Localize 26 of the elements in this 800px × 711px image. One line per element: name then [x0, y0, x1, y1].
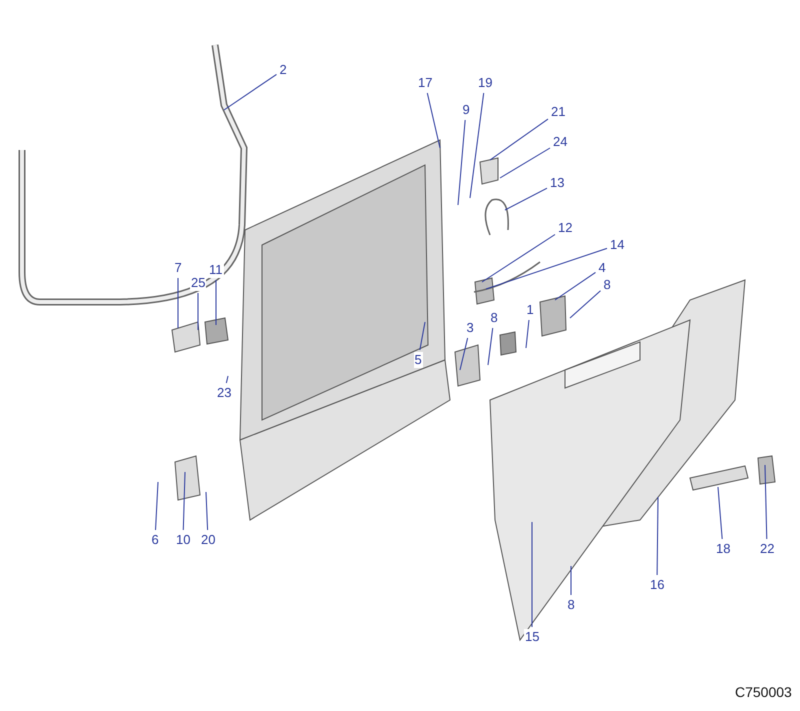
- leader-line: [460, 338, 468, 370]
- leader-line: [458, 120, 466, 206]
- leader-line: [419, 322, 426, 350]
- leader-line: [182, 472, 186, 530]
- leader-line: [764, 464, 768, 540]
- leader-line: [226, 376, 228, 384]
- leader-line: [656, 496, 658, 576]
- leader-line: [500, 148, 550, 178]
- leader-line: [490, 118, 548, 160]
- leader-line: [224, 74, 277, 110]
- leader-line: [426, 92, 440, 148]
- leader-line: [504, 188, 548, 210]
- leader-line: [486, 248, 608, 290]
- callout-number: 11: [208, 262, 224, 278]
- callout-number: 25: [190, 275, 206, 291]
- leader-line: [570, 290, 601, 318]
- leader-line: [155, 482, 158, 530]
- leader-line: [526, 320, 530, 348]
- drawing-number: C750003: [735, 684, 792, 700]
- leader-line: [554, 272, 596, 300]
- leader-line: [482, 234, 556, 282]
- leader-line: [206, 492, 208, 530]
- leader-line: [570, 566, 572, 596]
- leader-line: [718, 486, 723, 540]
- leader-line: [488, 328, 494, 366]
- leader-line: [470, 92, 484, 198]
